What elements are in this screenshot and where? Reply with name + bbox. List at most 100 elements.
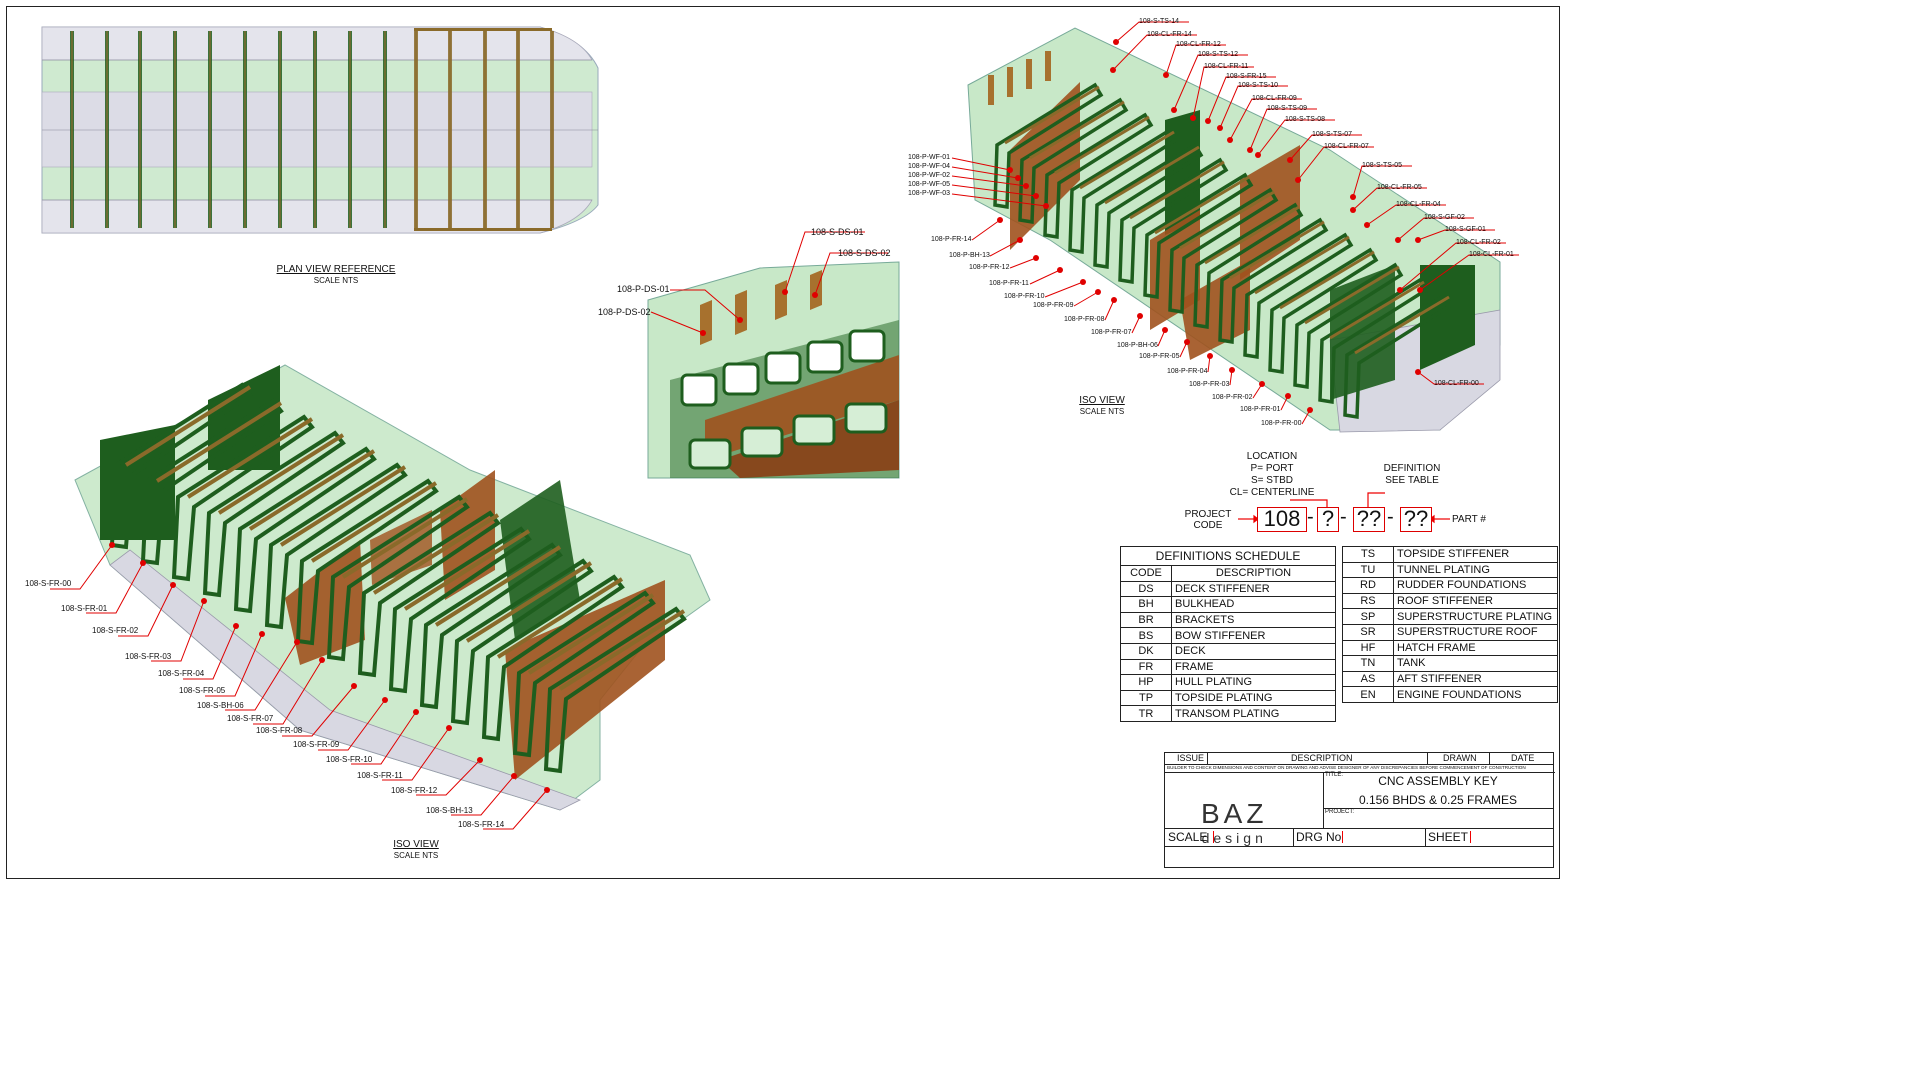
baz-design-logo: BAZ design — [1201, 798, 1267, 846]
definition-code: FR — [1120, 658, 1172, 676]
leader-line — [1029, 269, 1061, 285]
definition-sub: SEE TABLE — [1385, 475, 1439, 486]
leader-dot — [382, 697, 388, 703]
location-stbd: S= STBD — [1251, 475, 1293, 486]
detail-window — [722, 362, 760, 396]
iso-left-stiffener — [124, 385, 252, 467]
leader-line — [1131, 315, 1141, 334]
part-label: 108-S-FR-14 — [458, 820, 505, 829]
leader-line — [951, 184, 1037, 197]
iso-left-stiffener — [310, 481, 438, 563]
plan-view-scale: SCALE NTS — [313, 276, 359, 285]
leader-line — [416, 759, 481, 796]
part-label: 108-S-FR-04 — [158, 669, 205, 678]
part-label: 108-S-FR-09 — [293, 740, 340, 749]
leader-dot — [737, 317, 743, 323]
leader-dot — [1417, 287, 1423, 293]
location-title: LOCATION — [1246, 451, 1298, 462]
leader-line — [1417, 229, 1495, 241]
definition-code: SP — [1342, 608, 1394, 625]
plan-frame-edge — [551, 31, 553, 228]
detail-view-drawing — [647, 261, 900, 479]
leader-dot — [1287, 157, 1293, 163]
part-label: 108-P-BH-06 — [1117, 342, 1158, 349]
iso-left-frame — [512, 590, 656, 758]
leader-line — [650, 311, 704, 334]
definition-description: TRANSOM PLATING — [1171, 705, 1336, 722]
leader-line — [1219, 85, 1288, 129]
leader-lines — [50, 21, 1519, 830]
leader-line — [86, 562, 144, 614]
leader-dot — [1395, 237, 1401, 243]
iso-left-stiffener — [558, 609, 686, 691]
plan-frame-edge — [449, 31, 451, 228]
part-label: 108-S-FR-15 — [1226, 73, 1267, 80]
definition-description: SUPERSTRUCTURE ROOF — [1393, 623, 1558, 641]
iso-left-frame — [171, 414, 315, 582]
leader-line — [451, 775, 515, 816]
plan-view-drawing — [41, 26, 599, 234]
iso-left-stiffener — [434, 545, 562, 627]
part-label: 108-S-BH-13 — [426, 806, 473, 815]
iso-right-frame — [1218, 217, 1329, 345]
definition-description: HULL PLATING — [1171, 674, 1336, 691]
leader-dot — [700, 330, 706, 336]
iso-left-caption: ISO VIEW SCALE NTS — [376, 839, 456, 860]
iso-left-scale: SCALE NTS — [393, 851, 439, 860]
iso-right-deck-stiffener — [1045, 51, 1051, 81]
plan-frame-edge — [279, 31, 281, 228]
part-label: 108-P-BH-13 — [949, 252, 990, 259]
iso-right-stiffener — [1204, 205, 1300, 265]
part-label: 108-S-TS-09 — [1267, 105, 1308, 112]
part-label: 108-S-TS-10 — [1238, 82, 1279, 89]
leader-dot — [1111, 297, 1117, 303]
iso-right-deck-stiffener — [1026, 59, 1032, 89]
leader-line — [318, 699, 386, 751]
iso-right-frame — [1193, 202, 1304, 330]
detail-window — [792, 414, 836, 446]
leader-line — [1297, 146, 1374, 181]
leader-line — [670, 289, 741, 321]
detail-window — [848, 329, 886, 363]
part-label: 108-P-WF-05 — [908, 181, 951, 188]
iso-right-frame — [1143, 172, 1254, 300]
description-header: DESCRIPTION — [1291, 753, 1353, 763]
part-label: 108-P-WF-04 — [908, 163, 951, 170]
iso-right-frame — [1093, 142, 1204, 270]
part-label: 108-P-FR-03 — [1189, 381, 1230, 388]
leader-dot — [782, 289, 788, 295]
iso-left-stiffener — [372, 513, 500, 595]
leader-line — [1289, 134, 1362, 161]
part-label: 108-S-GF-01 — [1445, 226, 1486, 233]
title-block: ISSUE DESCRIPTION DRAWN DATE BUILDER TO … — [1164, 752, 1555, 868]
definition-description: HATCH FRAME — [1393, 639, 1558, 657]
part-label: 108-P-WF-03 — [908, 190, 951, 197]
iso-left-stiffener — [186, 417, 314, 499]
iso-right-stiffener — [1254, 235, 1350, 295]
iso-right-stiffener — [1154, 175, 1250, 235]
part-label: 108-S-FR-07 — [227, 714, 274, 723]
detail-window — [680, 373, 718, 407]
drawing-subtitle: 0.156 BHDS & 0.25 FRAMES — [1358, 793, 1518, 807]
leader-line — [483, 789, 548, 830]
leader-line — [989, 239, 1021, 257]
leader-line — [1397, 217, 1474, 241]
leader-line — [1399, 242, 1506, 291]
leader-line — [1009, 257, 1037, 269]
part-label: 108-S-FR-08 — [256, 726, 303, 735]
sheet-label: SHEET — [1428, 830, 1469, 844]
iso-right-scale: SCALE NTS — [1079, 407, 1125, 416]
part-label: 108-S-FR-00 — [25, 579, 72, 588]
part-label: 108-P-FR-14 — [931, 236, 972, 243]
iso-right-frame — [1168, 187, 1279, 315]
part-label: 108-P-FR-02 — [1212, 394, 1253, 401]
leader-dot — [1397, 287, 1403, 293]
definition-code: RS — [1342, 592, 1394, 610]
leader-line — [951, 166, 1019, 179]
leader-line — [351, 711, 417, 765]
leader-line — [1192, 66, 1254, 119]
leader-line — [1104, 299, 1115, 321]
definition-code: AS — [1342, 670, 1394, 688]
